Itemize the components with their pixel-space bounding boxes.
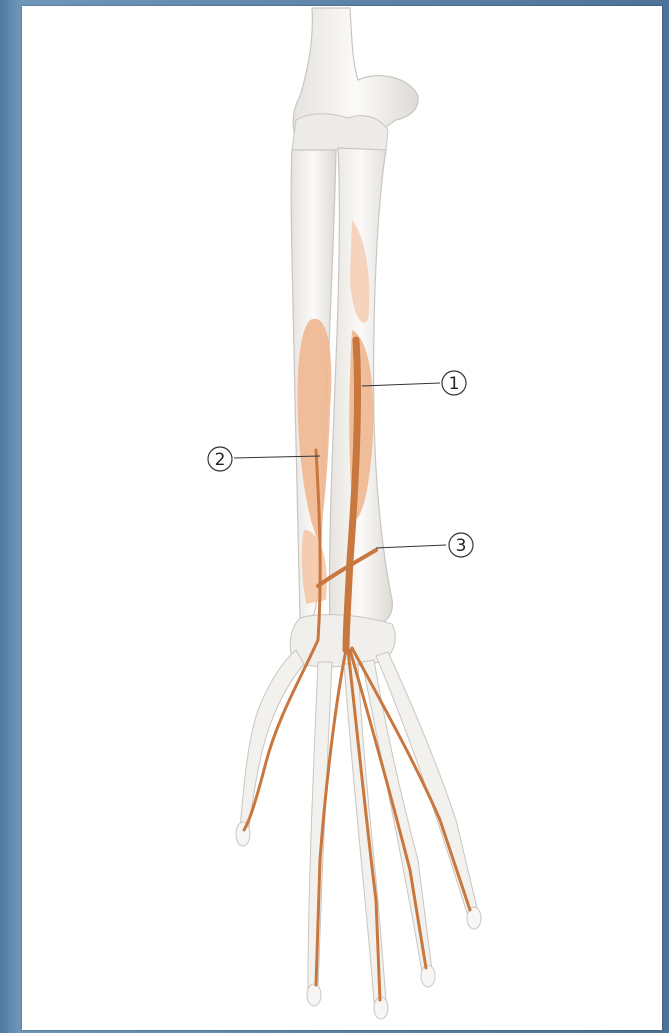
index-tip bbox=[307, 984, 321, 1006]
callout-2-group: 2 bbox=[208, 447, 232, 471]
forearm-illustration: 1 2 3 bbox=[22, 6, 662, 1030]
callout-3-group: 3 bbox=[449, 533, 473, 557]
elbow-joint bbox=[292, 114, 388, 150]
ring-tip bbox=[421, 965, 435, 987]
callout-1-label: 1 bbox=[449, 374, 460, 394]
leader-3 bbox=[376, 545, 446, 548]
muscle-origin-lower bbox=[302, 530, 327, 604]
callout-1-group: 1 bbox=[442, 371, 466, 395]
anatomy-plate: 1 2 3 bbox=[22, 6, 662, 1030]
callout-2-label: 2 bbox=[215, 450, 226, 470]
index-finger-bones bbox=[308, 662, 332, 990]
callout-3-label: 3 bbox=[456, 536, 467, 556]
